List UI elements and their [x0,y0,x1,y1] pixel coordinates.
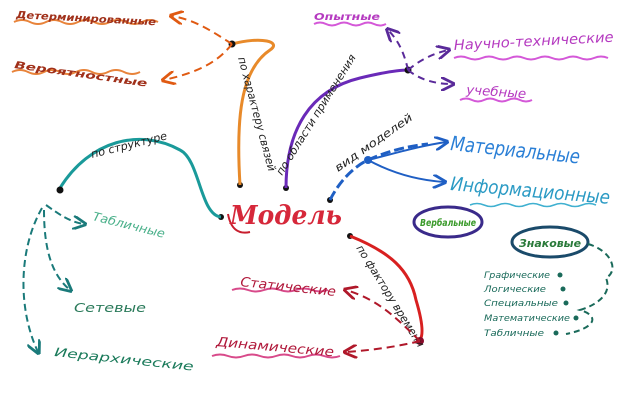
squiggle-deterministic [13,19,159,25]
child-hierarchical: Иерархические [54,345,195,374]
arrow-to-dynamic [346,340,421,352]
sign-child-special: Специальные [484,299,559,309]
branch-structure-label: по структуре [90,129,169,161]
arrow-to-material [367,142,446,161]
squiggle-scientific [453,55,609,61]
child-network: Сетевые [74,301,146,315]
sign-child-tabular: Табличные [484,329,545,339]
arrow-to-hierarchical [22,207,43,352]
verbal-ellipse [412,205,484,239]
center-label: Модель [229,201,342,231]
sign-ellipse [510,225,590,259]
child-tabular: Табличные [91,209,166,240]
branch-structure-line [58,137,222,219]
child-experimental: Опытные [314,12,380,23]
branch-kind-line [328,142,429,201]
arrow-to-educational [407,69,452,84]
arrow-to-network [43,209,70,290]
sign-dot-special [563,300,569,306]
arrow-to-information [367,159,444,182]
child-educational: учебные [465,83,527,102]
squiggle-experimental [313,21,387,27]
info-verbal: Вербальные [420,217,476,229]
arrow-to-deterministic [172,16,233,45]
child-material: Материальные [449,131,581,168]
child-deterministic: Детерминированные [15,10,157,28]
sign-dot-tabular [553,330,559,336]
sign-connector [565,243,614,335]
arrow-to-scientific [407,50,448,71]
squiggle-educational [459,97,533,103]
center-node: Модель [218,182,353,239]
branch-application-line [284,68,409,189]
child-scientific: Научно-технические [453,30,614,54]
arrow-to-experimental [388,30,409,71]
branch-time: по фактору времени Статические Динамичес… [211,234,427,360]
arrow-to-static [346,290,421,342]
sign-child-logical: Логические [483,285,547,295]
squiggle-static [231,287,329,293]
squiggle-dynamic [211,353,341,359]
arrow-to-probabilistic [164,43,233,80]
branch-character: по характеру связей Детерминированные Ве… [11,10,278,186]
branch-structure: по структуре Табличные Сетевые Иерархиче… [22,129,222,374]
sign-dot-logical [560,286,566,292]
sign-child-mathematical: Математические [484,314,570,324]
child-static: Статические [240,275,337,300]
branch-time-line [349,234,424,341]
branch-kind-label: вид моделей [332,111,415,174]
branch-character-line [231,38,276,186]
sign-child-graphic: Графические [484,271,550,281]
child-probabilistic: Вероятностные [14,60,149,90]
arrow-to-tabular [45,204,84,224]
squiggle-probabilistic [11,69,141,75]
sign-dot-mathematical [573,315,579,321]
branch-structure-node [56,186,64,194]
squiggle-information [469,202,597,208]
info-sign: Знаковые [519,237,582,250]
branch-kind: вид моделей Материальные Информационные … [328,111,614,339]
center-underline [227,213,251,234]
sign-dot-graphic [557,272,563,278]
